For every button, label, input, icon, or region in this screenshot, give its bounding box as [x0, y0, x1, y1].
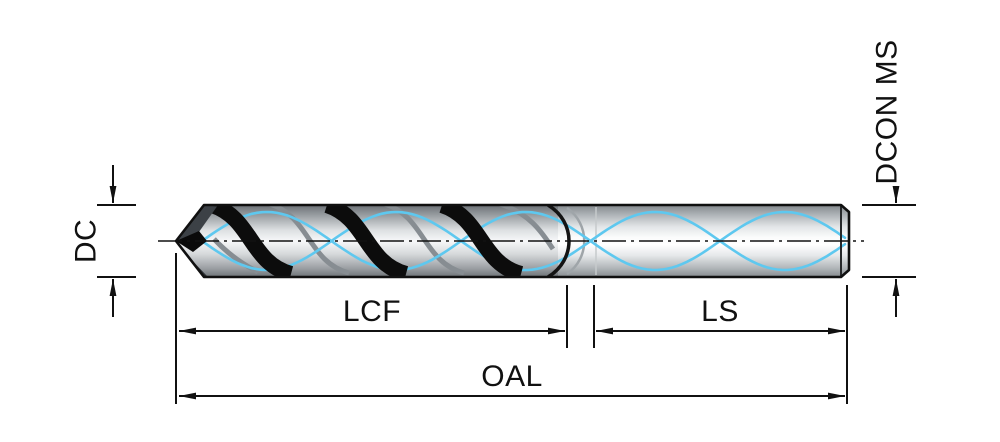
flute-land-edge: [499, 205, 556, 251]
coolant-line-1: [200, 210, 847, 272]
flute-land-edge: [384, 205, 465, 276]
oal-label: OAL: [481, 360, 543, 393]
coolant-channels: [200, 210, 847, 272]
flute-spiral-band: [438, 205, 524, 277]
drill-tip-chisel-edge: [176, 231, 207, 252]
drill-tip-face-upper: [176, 205, 217, 246]
dim-oal: OAL: [179, 285, 848, 404]
dim-lcf: LCF: [175, 253, 568, 404]
drill-drawing: [174, 203, 851, 279]
coolant-line-2: [200, 210, 847, 272]
ls-label: LS: [701, 295, 739, 328]
dim-dcon-ms: DCON MS: [862, 39, 916, 317]
lcf-label: LCF: [343, 295, 401, 328]
dim-dc: DC: [70, 165, 136, 317]
dc-label: DC: [70, 219, 103, 263]
dim-ls: LS: [593, 285, 845, 348]
drill-outline: [174, 203, 851, 279]
flute-land-edge: [269, 205, 350, 276]
dcon-ms-label: DCON MS: [871, 39, 904, 184]
